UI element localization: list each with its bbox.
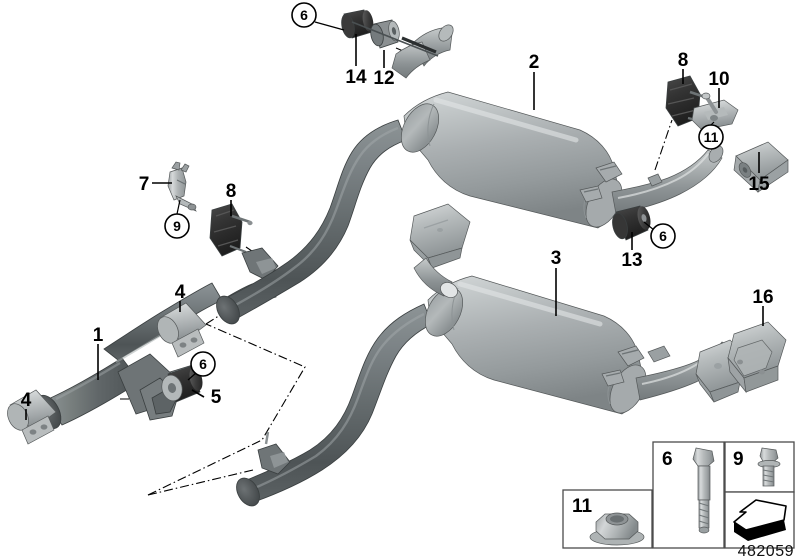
circled-11-label: 11 — [704, 129, 719, 145]
assembly-guide-lines — [120, 47, 673, 496]
part-16-tailpipe-trim — [727, 321, 787, 394]
callout-16: 16 — [752, 287, 773, 308]
legend-label-11: 11 — [572, 496, 593, 517]
circled-callout-9: 9 — [164, 213, 190, 239]
circled-9-label: 9 — [173, 218, 181, 234]
circled-6-right-label: 6 — [659, 228, 667, 244]
callout-3: 3 — [551, 248, 562, 269]
diagram-id-number: 482059 — [738, 543, 794, 560]
callout-numbers: 1 2 3 4 4 5 7 8 8 10 12 13 14 15 16 — [21, 50, 774, 411]
legend-item-flange-nut: 11 — [562, 489, 653, 549]
part-8-rubber-mount-right — [665, 75, 709, 127]
callout-1: 1 — [93, 325, 104, 346]
callout-5: 5 — [211, 387, 222, 408]
part-8-rubber-mount-left — [209, 203, 253, 257]
flange-nut-icon — [589, 512, 645, 546]
direction-arrow-icon — [733, 499, 787, 541]
lower-silencer-inlet-tip — [409, 203, 471, 298]
circled-callout-11: 11 — [698, 124, 724, 150]
circled-callout-6-right: 6 — [650, 223, 676, 249]
callout-leader-lines — [25, 21, 764, 420]
legend-item-short-bolt: 9 — [724, 441, 795, 493]
circled-6-top-label: 6 — [300, 7, 308, 23]
legend-panel: 11 6 — [562, 441, 795, 560]
legend-item-direction-arrow — [724, 491, 795, 549]
callout-8-right: 8 — [678, 50, 689, 71]
callout-12: 12 — [373, 68, 394, 89]
callout-4-left: 4 — [21, 390, 32, 411]
upper-silencer-outlet-pipe — [611, 145, 724, 215]
part-15-tailpipe-sleeve — [733, 141, 789, 193]
part-12-spacer-bushing — [370, 19, 400, 49]
circled-callout-6-lower: 6 — [190, 351, 216, 377]
circled-callout-6-top: 6 — [291, 2, 317, 28]
legend-label-6: 6 — [662, 449, 673, 470]
circled-callouts: 6 9 11 6 6 — [164, 2, 724, 377]
callout-14: 14 — [345, 67, 367, 88]
callout-7: 7 — [139, 174, 150, 195]
legend-label-9: 9 — [733, 449, 744, 470]
callout-4-middle: 4 — [175, 282, 186, 303]
callout-8-left: 8 — [226, 181, 237, 202]
part-3-lower-silencer — [424, 275, 647, 415]
upper-pipe-bracket-tab — [241, 247, 279, 281]
short-bolt-icon — [757, 447, 781, 487]
part-4-pipe-clamp-left — [7, 389, 57, 445]
callout-2: 2 — [529, 52, 540, 73]
callout-13: 13 — [621, 250, 642, 271]
part-10-mounting-plate — [691, 92, 739, 131]
callout-15: 15 — [748, 174, 770, 195]
callout-10: 10 — [708, 69, 729, 90]
legend-item-long-bolt: 6 — [652, 441, 725, 549]
part-2-upper-silencer — [391, 24, 623, 229]
long-bolt-icon — [692, 447, 715, 534]
part-7-mount-bracket — [167, 161, 197, 212]
upper-intermediate-pipe — [216, 119, 407, 325]
circled-6-lower-label: 6 — [199, 356, 207, 372]
part-4-pipe-clamp-middle — [157, 302, 207, 358]
lower-intermediate-pipe — [236, 303, 433, 507]
